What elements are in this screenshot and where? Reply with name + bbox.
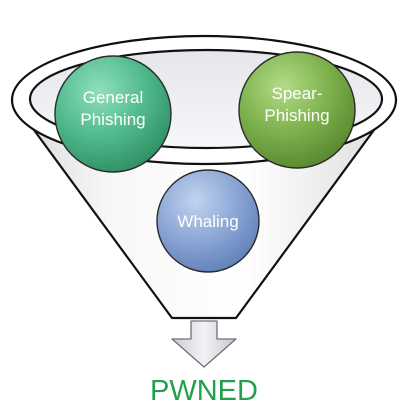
bubble-label-spear-phishing-line-1: Spear- — [271, 84, 322, 103]
bubble-spear-phishing: Spear- Phishing — [238, 51, 356, 169]
bubble-label-general-phishing-line-1: General — [83, 88, 143, 107]
down-arrow-icon — [171, 320, 237, 368]
bubble-label-whaling-line-1: Whaling — [177, 212, 238, 231]
bubble-whaling: Whaling — [156, 169, 260, 273]
bubble-circle-spear-phishing — [238, 51, 356, 169]
bubble-circle-general-phishing — [54, 55, 172, 173]
bubble-label-general-phishing-line-2: Phishing — [80, 110, 145, 129]
bubble-circle-whaling — [156, 169, 260, 273]
bubble-label-spear-phishing-line-2: Phishing — [264, 106, 329, 125]
pwned-label: PWNED — [150, 375, 258, 407]
